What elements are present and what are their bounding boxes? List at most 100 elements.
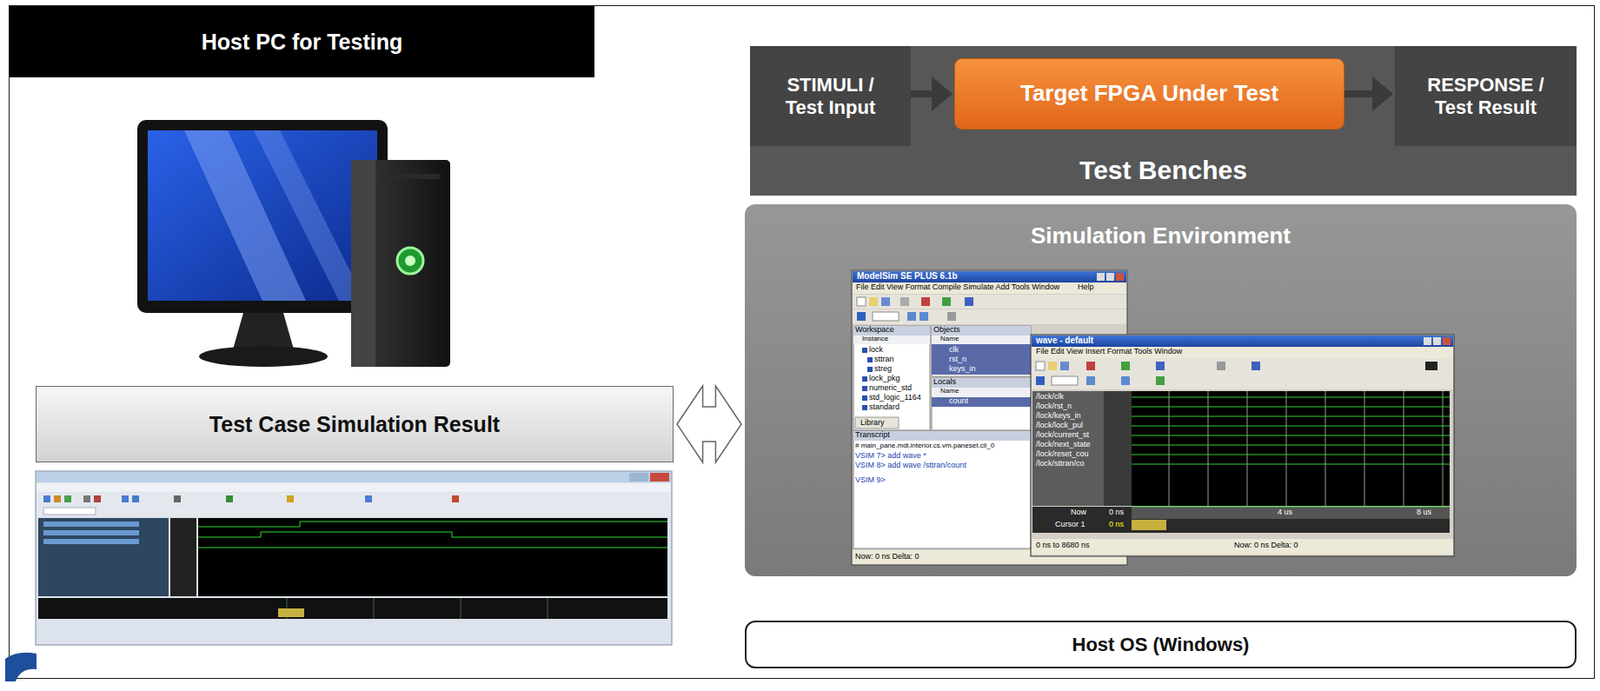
waveform-screenshot-part	[198, 531, 668, 538]
screen-label: Now	[1070, 508, 1087, 518]
wave-window-part	[1131, 391, 1450, 506]
modelsim-window-part	[856, 297, 866, 306]
wave-window-part	[1433, 337, 1441, 346]
flow-arrow	[1344, 76, 1394, 112]
modelsim-window	[851, 270, 1128, 565]
screen-label: /lock/current_st	[1035, 431, 1089, 440]
pc-icon-part	[232, 312, 294, 350]
wave-window-part	[1155, 361, 1165, 371]
waveform-screenshot-part	[38, 597, 668, 619]
waveform-screenshot-part	[286, 495, 294, 503]
wave-window-part	[1251, 361, 1261, 371]
modelsim-window-part	[942, 297, 951, 306]
screen-label: Transcript	[855, 431, 890, 440]
screen-label: wave - default	[1035, 335, 1094, 346]
modelsim-window-part	[862, 347, 868, 353]
modelsim-window-part	[855, 417, 899, 429]
modelsim-window-part	[931, 344, 1031, 375]
modelsim-window-part	[1115, 272, 1124, 281]
wave-window-part	[1051, 376, 1078, 386]
box-label: Host OS (Windows)	[1072, 633, 1250, 656]
wave-window-part	[1032, 506, 1450, 533]
screen-label: clk	[949, 345, 959, 355]
modelsim-window-part	[867, 357, 873, 363]
wave-window-part	[1031, 335, 1454, 347]
waveform-screenshot-part	[286, 597, 548, 619]
box-label: Test Case Simulation Result	[209, 411, 500, 438]
modelsim-window-part	[852, 282, 1127, 294]
screen-label: lock_pkg	[869, 374, 901, 384]
screen-label: streg	[874, 365, 892, 374]
wave-window-part	[1060, 361, 1069, 371]
os-box: Host OS (Windows)	[744, 620, 1577, 669]
modelsim-window-part	[900, 297, 910, 306]
wave-window-part	[1086, 361, 1096, 371]
screen-label: 4 us	[1277, 508, 1293, 518]
modelsim-window-part	[964, 297, 974, 306]
waveform-screenshot-part	[36, 471, 671, 483]
waveform-screenshot-part	[36, 492, 671, 505]
pc-icon-part	[184, 130, 306, 301]
double-arrow	[677, 385, 742, 463]
modelsim-window-part	[1106, 272, 1115, 281]
waveform-screenshot-part	[93, 495, 101, 503]
waveform-screenshot-part	[198, 547, 668, 549]
logo-mark	[5, 652, 37, 682]
wave-window-part	[1035, 376, 1045, 386]
waveform-screenshot-part	[198, 521, 668, 527]
waveform-screenshot-part	[64, 495, 72, 503]
modelsim-window-part	[862, 404, 868, 411]
wave-window-part	[1032, 391, 1104, 506]
waveform-screenshot-part	[43, 530, 140, 536]
screen-label: 0 ns	[1108, 520, 1124, 530]
screen-label: /lock/sttran/co	[1035, 459, 1085, 469]
screen-label: Name	[940, 335, 959, 344]
modelsim-window-part	[853, 325, 930, 431]
wave-window-part	[1131, 506, 1450, 508]
pc-icon-part	[397, 247, 424, 274]
modelsim-window-part	[852, 550, 1127, 565]
screen-label: Library	[860, 418, 885, 428]
screen-label: /lock/next_state	[1035, 440, 1091, 450]
pc-icon-part	[199, 345, 328, 367]
waveform-screenshot-part	[173, 495, 181, 503]
screen-label: Help	[1077, 283, 1095, 293]
pc-icon-part	[351, 159, 376, 367]
waveform-screenshot-part	[451, 495, 459, 503]
box-label: RESPONSE / Test Result	[1420, 73, 1552, 119]
modelsim-window-part	[852, 294, 1127, 309]
pc-icon-part	[382, 173, 440, 180]
box-label: STIMULI / Test Input	[770, 73, 892, 119]
modelsim-window-part	[931, 387, 1031, 397]
modelsim-window-part	[881, 297, 890, 306]
waveform-screenshot-part	[225, 495, 233, 503]
waveform-screenshot-part	[121, 495, 129, 503]
screen-label: Locals	[933, 378, 957, 387]
host-pc-frame: Host PC for TestingTest Case Simulation …	[8, 5, 1595, 679]
screen-label: std_logic_1164	[869, 393, 922, 403]
waveform-screenshot-part	[36, 505, 671, 517]
wave-window-part	[1035, 361, 1045, 371]
modelsim-window-part	[867, 366, 873, 372]
panel-title: Test Benches	[1079, 155, 1248, 186]
screen-label: Objects	[933, 325, 961, 335]
wave-window-part	[1031, 538, 1454, 555]
wave-window-part	[1425, 361, 1438, 371]
waveform-screenshot-part	[132, 495, 140, 503]
waveform-screenshot-part	[650, 472, 670, 482]
testbench-panel: Test BenchesSTIMULI / Test InputTarget F…	[750, 46, 1577, 196]
wave-window-part	[1121, 361, 1130, 371]
screen-label: Now: 0 ns Delta: 0	[1234, 541, 1299, 551]
screen-label: Now: 0 ns Delta: 0	[855, 552, 920, 562]
pc-icon-part	[147, 130, 378, 301]
waveform-screenshot	[35, 471, 672, 645]
modelsim-window-part	[872, 312, 899, 321]
modelsim-window-part	[852, 271, 1127, 283]
waveform-screenshot-part	[198, 517, 668, 597]
wave-window-part	[1031, 358, 1454, 390]
modelsim-window-part	[869, 297, 878, 306]
wave-window-part	[1030, 334, 1454, 557]
pc-icon-part	[351, 159, 451, 367]
wave-window-part	[1442, 337, 1451, 346]
screen-label: VSIM 7> add wave *	[855, 451, 927, 461]
